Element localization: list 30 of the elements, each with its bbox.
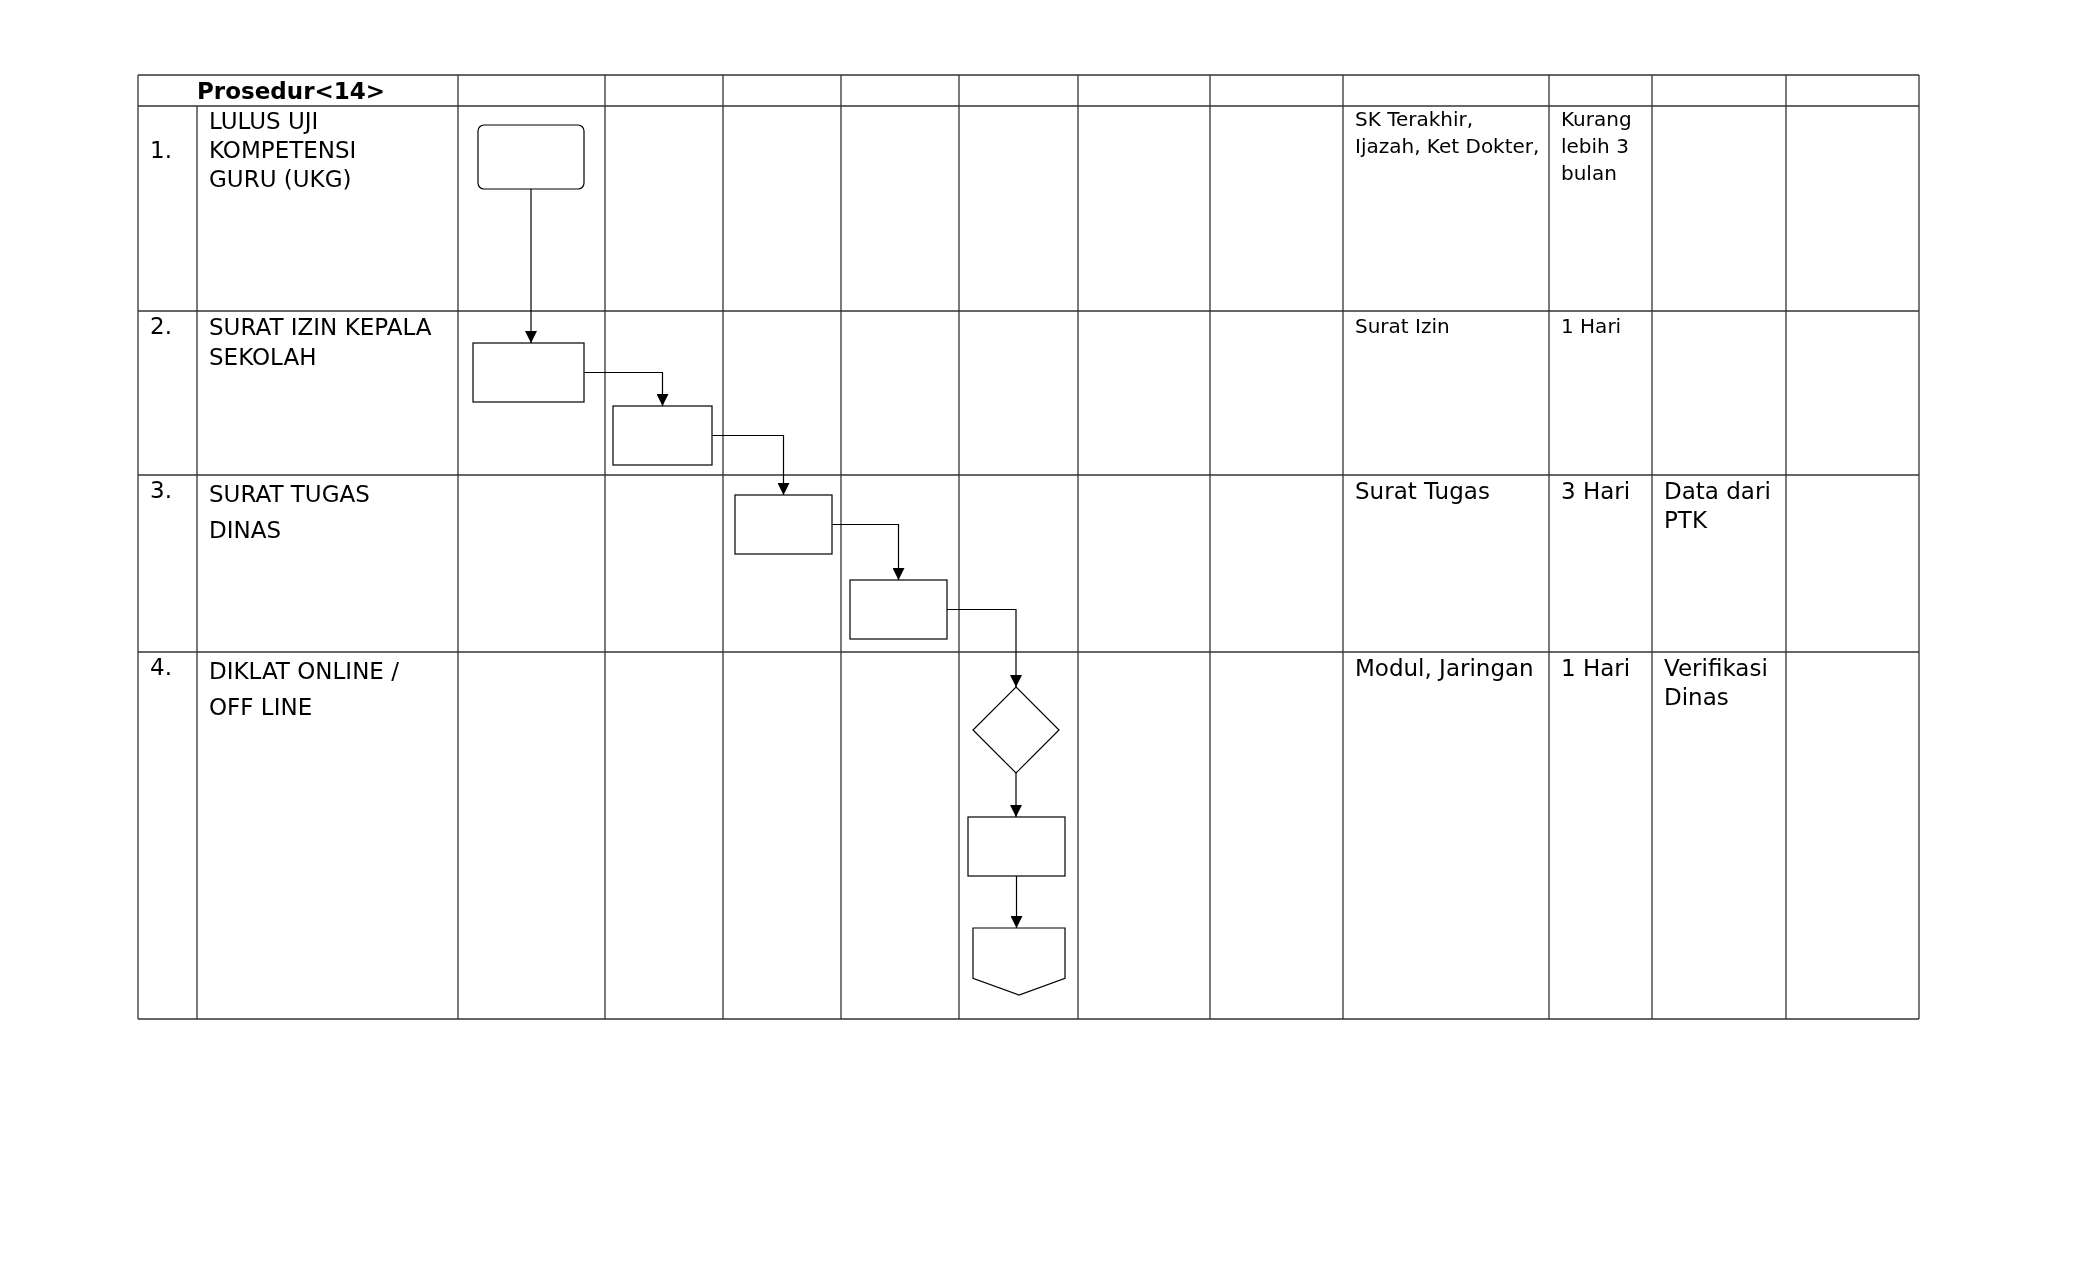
table-cell-text: Modul, Jaringan — [1355, 654, 1535, 683]
arrow — [1010, 875, 1023, 929]
table-cell-text: LULUS UJI KOMPETENSI GURU (UKG) — [209, 107, 358, 195]
table-cell-text: Surat Tugas — [1355, 477, 1491, 506]
table-cell-text: SK Terakhir, Ijazah, Ket Dokter, — [1355, 106, 1540, 160]
table-cell-text: Data dari PTK — [1664, 477, 1772, 535]
process-box — [735, 495, 832, 554]
table-cell-text: SURAT IZIN KEPALA SEKOLAH — [209, 313, 433, 372]
process-box — [850, 580, 947, 639]
table-cell-text: Verifikasi Dinas — [1664, 654, 1769, 712]
header-cell-text: Prosedur<14> — [197, 78, 387, 106]
table-cell-text: 3 Hari — [1561, 477, 1632, 506]
table-cell-text: DIKLAT ONLINE / OFF LINE — [209, 657, 400, 722]
arrow — [525, 188, 537, 344]
process-box — [968, 817, 1065, 876]
process-box — [613, 406, 712, 465]
table-cell-text: 4. — [150, 654, 173, 682]
off-page-connector — [973, 928, 1065, 995]
decision-diamond — [973, 687, 1059, 773]
table-cell-text: 1 Hari — [1561, 313, 1623, 339]
table-cell-text: 2. — [150, 313, 173, 341]
table-cell-text: 1. — [150, 137, 173, 165]
process-box — [473, 343, 584, 402]
table-cell-text: Surat Izin — [1355, 313, 1451, 339]
terminal-box — [478, 125, 584, 189]
arrow — [1010, 772, 1022, 818]
table-cell-text: 3. — [150, 477, 173, 505]
table-cell-text: Kurang lebih 3 bulan — [1561, 106, 1633, 187]
table-cell-text: SURAT TUGAS DINAS — [209, 480, 371, 545]
table-cell-text: 1 Hari — [1561, 654, 1632, 683]
